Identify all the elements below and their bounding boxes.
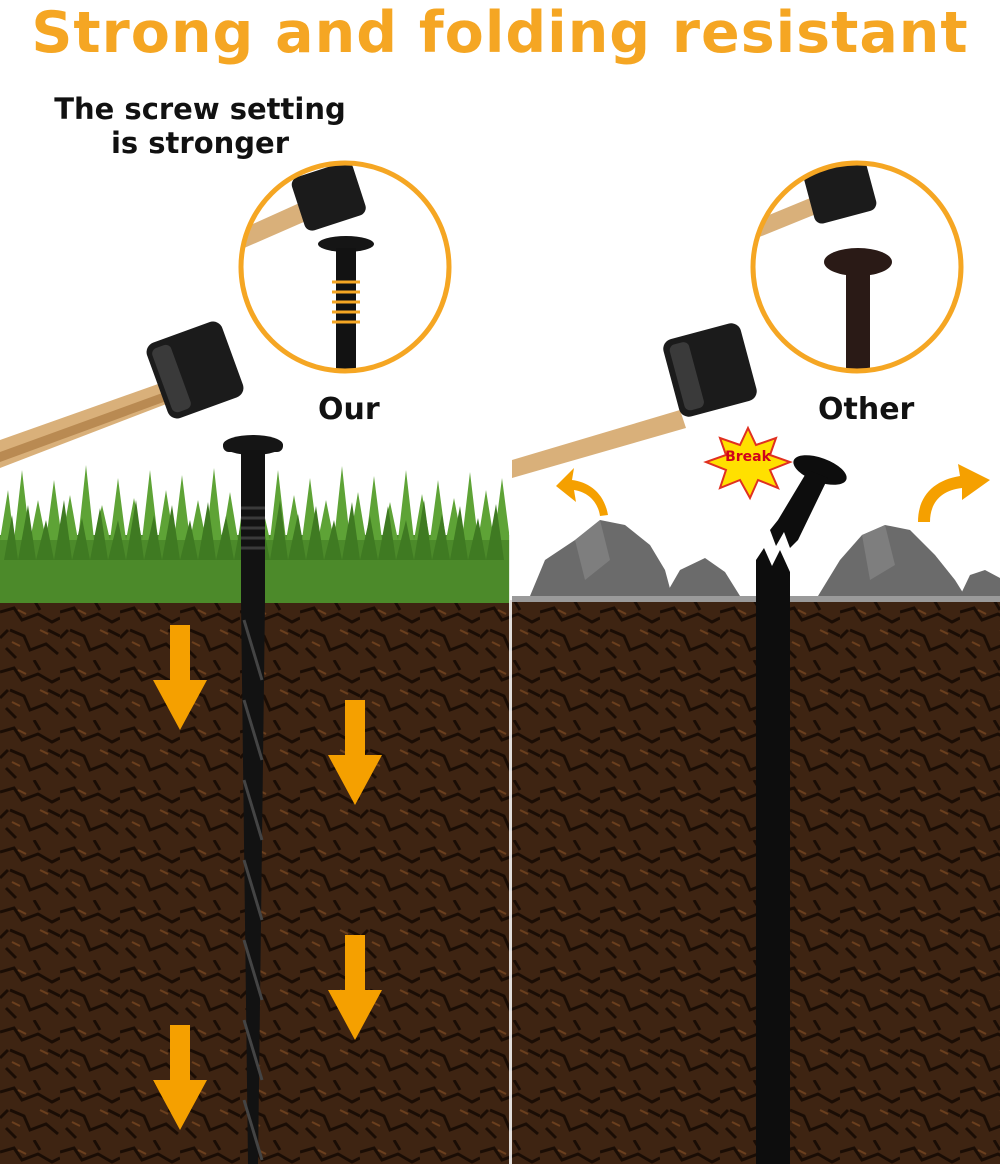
inset-circle-our: [238, 160, 452, 374]
break-label: Break: [725, 449, 771, 465]
curved-arrow-icon: [556, 464, 990, 522]
hammer-icon: [512, 323, 757, 478]
label-our: Our: [318, 392, 380, 427]
soil-ground: [0, 600, 1000, 1164]
hammer-icon: [0, 321, 244, 468]
headline: Strong and folding resistant: [31, 0, 969, 66]
caption: The screw setting is stronger: [40, 92, 360, 160]
inset-circle-other: [750, 160, 964, 374]
stake-icon: [223, 435, 283, 1164]
caption-line-2: is stronger: [110, 126, 290, 160]
down-arrow-icon: [153, 625, 382, 1130]
break-burst-icon: [703, 425, 793, 501]
panel-divider: [509, 440, 512, 1164]
caption-line-1: The screw setting: [54, 92, 346, 126]
label-other: Other: [818, 392, 915, 427]
broken-stake-icon: [756, 455, 847, 1164]
